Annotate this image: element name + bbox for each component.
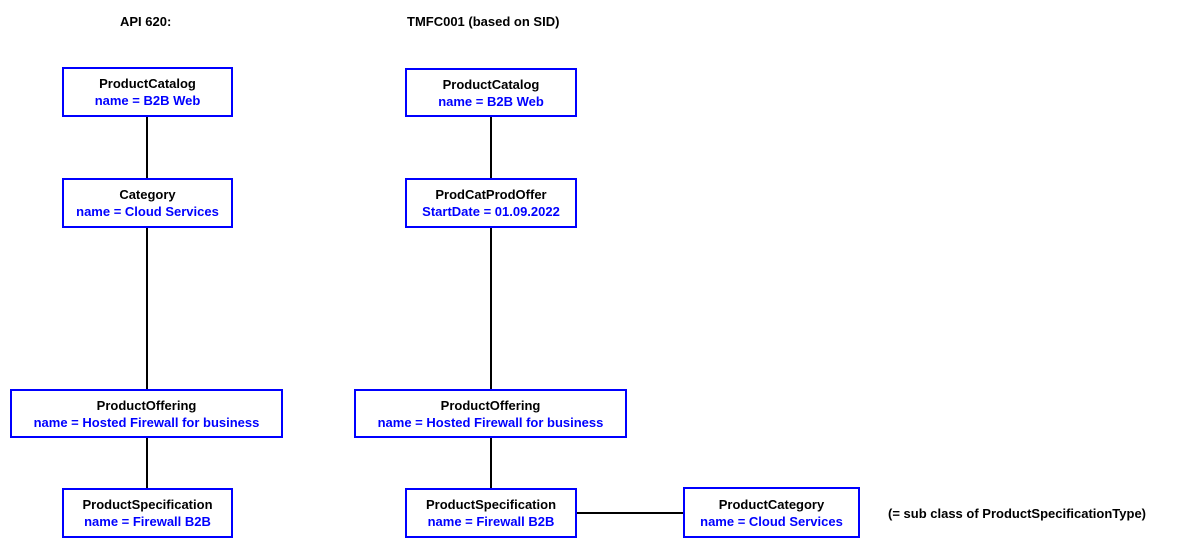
node-title: ProdCatProdOffer [435, 187, 547, 202]
edge-tmf-offering-specification [490, 437, 492, 488]
edge-tmf-specification-category [577, 512, 683, 514]
node-tmf-product-category: ProductCategory name = Cloud Services [683, 487, 860, 538]
node-title: ProductOffering [96, 397, 197, 413]
node-title: ProductCategory [718, 496, 825, 512]
node-title: ProductSpecification [82, 497, 213, 512]
node-attr: name = B2B Web [438, 93, 544, 109]
node-title: Category [119, 187, 176, 202]
node-attr: name = Firewall B2B [84, 514, 211, 529]
node-title: ProductSpecification [425, 497, 557, 512]
right-column-header: TMFC001 (based on SID) [407, 14, 560, 29]
node-title: ProductCatalog [442, 76, 540, 92]
node-attr: name = Cloud Services [76, 204, 219, 219]
node-tmf-product-specification: ProductSpecification name = Firewall B2B [405, 488, 577, 538]
node-attr: name = Cloud Services [700, 513, 843, 529]
node-title: ProductOffering [440, 397, 541, 413]
subclass-annotation: (= sub class of ProductSpecificationType… [888, 506, 1147, 521]
node-title: ProductCatalog [99, 76, 196, 91]
node-api620-product-offering: ProductOffering name = Hosted Firewall f… [10, 389, 283, 438]
node-tmf-product-offering: ProductOffering name = Hosted Firewall f… [354, 389, 627, 438]
edge-api620-offering-specification [146, 437, 148, 488]
edge-api620-catalog-category [146, 117, 148, 178]
node-tmf-prodcatprodoffer: ProdCatProdOffer StartDate = 01.09.2022 [405, 178, 577, 228]
node-api620-product-catalog: ProductCatalog name = B2B Web [62, 67, 233, 117]
node-attr: name = Hosted Firewall for business [377, 414, 604, 430]
node-api620-category: Category name = Cloud Services [62, 178, 233, 228]
node-api620-product-specification: ProductSpecification name = Firewall B2B [62, 488, 233, 538]
edge-api620-category-offering [146, 228, 148, 389]
node-attr: name = Hosted Firewall for business [33, 414, 260, 430]
edge-tmf-prodcatprodoffer-offering [490, 228, 492, 389]
node-attr: StartDate = 01.09.2022 [422, 204, 560, 219]
edge-tmf-catalog-prodcatprodoffer [490, 117, 492, 178]
left-column-header: API 620: [120, 14, 172, 29]
node-attr: name = Firewall B2B [427, 514, 555, 529]
node-attr: name = B2B Web [94, 93, 201, 108]
node-tmf-product-catalog: ProductCatalog name = B2B Web [405, 68, 577, 117]
